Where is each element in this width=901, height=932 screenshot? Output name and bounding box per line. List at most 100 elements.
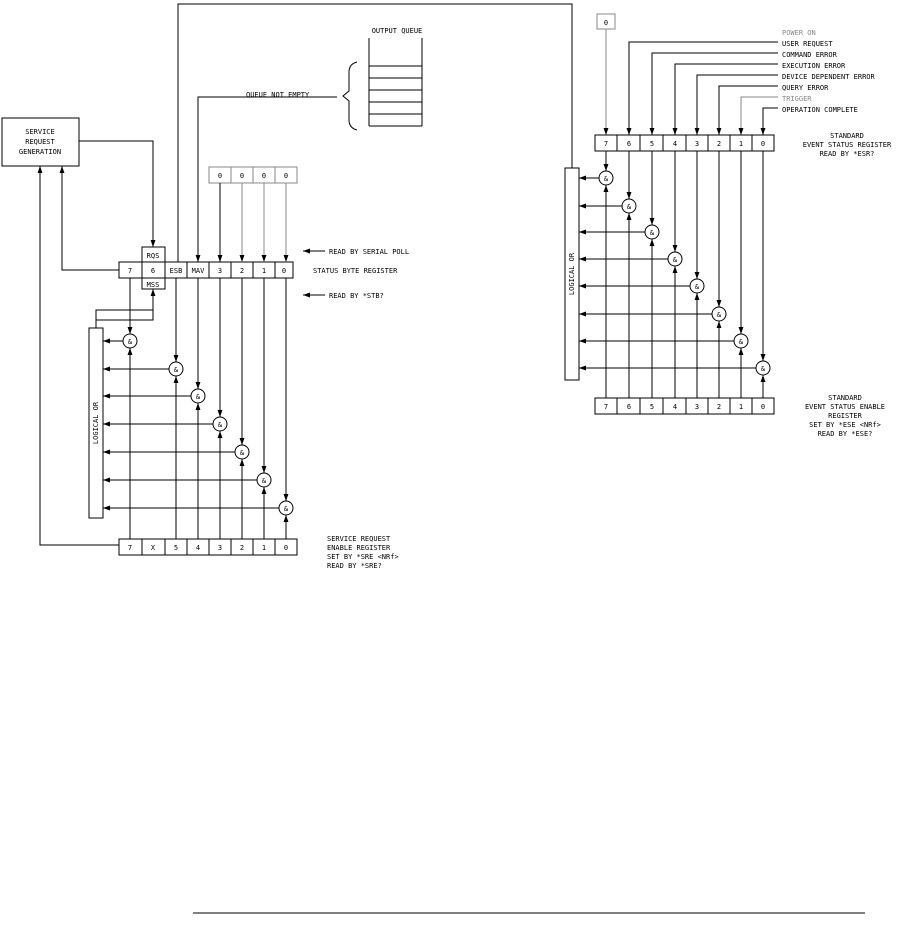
ese-label-5: READ BY *ESE? [818, 430, 873, 438]
left-and-7: & [128, 338, 133, 346]
sre-bit-5: 5 [174, 544, 178, 552]
read-serial-poll-label: READ BY SERIAL POLL [329, 248, 409, 256]
left-and-4: & [196, 393, 201, 401]
queue-brace [342, 61, 358, 131]
fixed-zero-1: 0 [262, 172, 266, 180]
esr-bit-7: 7 [604, 140, 608, 148]
sre-label-3: SET BY *SRE <NRf> [327, 553, 399, 561]
stb-bit-2: 2 [240, 267, 244, 275]
left-and-1: & [262, 477, 267, 485]
stb-bit-3: 3 [218, 267, 222, 275]
sre-label-2: ENABLE REGISTER [327, 544, 391, 552]
ese-label-4: SET BY *ESE <NRf> [809, 421, 881, 429]
rqs-label: RQS [147, 252, 160, 260]
srg-line-3: GENERATION [19, 148, 61, 156]
mss-label: MSS [147, 281, 160, 289]
fixed-zero-3: 0 [218, 172, 222, 180]
fixed-zero-2: 0 [240, 172, 244, 180]
event-query-error: QUERY ERROR [782, 84, 829, 92]
right-and-5: & [650, 229, 655, 237]
ese-label-1: STANDARD [828, 394, 862, 402]
left-and-5: & [174, 366, 179, 374]
ese-bit-6: 6 [627, 403, 631, 411]
stb-bit-mav: MAV [192, 267, 205, 275]
left-logical-or: LOGICAL OR [88, 327, 104, 519]
srg-line-1: SERVICE [25, 128, 55, 136]
right-and-6: & [627, 203, 632, 211]
right-and-4: & [673, 256, 678, 264]
event-command-error: COMMAND ERROR [782, 51, 838, 59]
esr-bit-5: 5 [650, 140, 654, 148]
esr-bit-4: 4 [673, 140, 677, 148]
sre-bit-1: 1 [262, 544, 266, 552]
left-and-0: & [284, 505, 289, 513]
event-user-request: USER REQUEST [782, 40, 833, 48]
sre-label-4: READ BY *SRE? [327, 562, 382, 570]
sre-bit-0: 0 [284, 544, 288, 552]
sre-label-1: SERVICE REQUEST [327, 535, 391, 543]
left-and-gates: & & & & & & & [95, 278, 294, 539]
event-operation-complete: OPERATION COMPLETE [782, 106, 858, 114]
service-request-generation-block: SERVICE REQUEST GENERATION [1, 117, 80, 167]
right-and-3: & [695, 283, 700, 291]
left-and-3: & [218, 421, 223, 429]
standard-event-status-enable-register: 7 6 5 4 3 2 1 0 STANDARD EVENT STATUS EN… [594, 394, 885, 438]
right-logical-or-label: LOGICAL OR [568, 252, 576, 295]
sre-bit-4: 4 [196, 544, 200, 552]
queue-not-empty-label: QUEUE NOT EMPTY [246, 91, 310, 99]
stb-fixed-zero-bits: 0 0 0 0 [208, 166, 298, 262]
output-queue-block: OUTPUT QUEUE QUEUE NOT EMPTY [246, 27, 423, 131]
sre-bit-2: 2 [240, 544, 244, 552]
ese-bit-2: 2 [717, 403, 721, 411]
ese-bit-5: 5 [650, 403, 654, 411]
right-and-2: & [717, 311, 722, 319]
event-execution-error: EXECUTION ERROR [782, 62, 846, 70]
output-queue-title: OUTPUT QUEUE [372, 27, 423, 35]
esr-bit-1: 1 [739, 140, 743, 148]
bit6-label: 6 [151, 267, 155, 275]
event-device-dependent-error: DEVICE DEPENDENT ERROR [782, 73, 876, 81]
sre-bit-7: 7 [128, 544, 132, 552]
standard-event-status-register: 7 6 5 4 3 2 1 0 STANDARD EVENT STATUS RE… [594, 132, 892, 158]
srg-line-2: REQUEST [25, 138, 55, 146]
esr-bit-2: 2 [717, 140, 721, 148]
esr-bit-3: 3 [695, 140, 699, 148]
esr-bit-6: 6 [627, 140, 631, 148]
stb-bit-0: 0 [282, 267, 286, 275]
left-logical-or-label: LOGICAL OR [92, 401, 100, 444]
stb-label: STATUS BYTE REGISTER [313, 267, 398, 275]
left-and-2: & [240, 449, 245, 457]
right-and-gates: & & & & & & & & [579, 151, 771, 398]
right-and-1: & [739, 338, 744, 346]
ese-bit-4: 4 [673, 403, 677, 411]
esr-fixed-bit: 0 [596, 13, 616, 135]
esr-label-2: EVENT STATUS REGISTER [803, 141, 892, 149]
status-byte-inputs [59, 3, 573, 328]
read-stb-label: READ BY *STB? [329, 292, 384, 300]
stb-bit-1: 1 [262, 267, 266, 275]
esr-fixed-zero: 0 [604, 19, 608, 27]
esr-event-labels: POWER ON USER REQUEST COMMAND ERROR EXEC… [626, 29, 876, 135]
service-request-enable-register: 7 X 5 4 3 2 1 0 SERVICE REQUEST ENABLE R… [37, 166, 399, 570]
esr-label-1: STANDARD [830, 132, 864, 140]
ese-label-3: REGISTER [828, 412, 863, 420]
esr-label-3: READ BY *ESR? [820, 150, 875, 158]
sre-bit-x: X [151, 544, 156, 552]
right-and-7: & [604, 175, 609, 183]
event-power-on: POWER ON [782, 29, 816, 37]
ese-label-2: EVENT STATUS ENABLE [805, 403, 885, 411]
right-and-0: & [761, 365, 766, 373]
ese-bit-0: 0 [761, 403, 765, 411]
event-trigger: TRIGGER [782, 95, 812, 103]
right-logical-or: LOGICAL OR [564, 167, 580, 381]
fixed-zero-0: 0 [284, 172, 288, 180]
stb-bit-7: 7 [128, 267, 132, 275]
ese-bit-3: 3 [695, 403, 699, 411]
esr-bit-0: 0 [761, 140, 765, 148]
sre-bit-3: 3 [218, 544, 222, 552]
status-byte-register: RQS 6 MSS 7 ESB MAV 3 2 1 0 STATUS BYTE … [118, 246, 409, 300]
ese-bit-1: 1 [739, 403, 743, 411]
ese-bit-7: 7 [604, 403, 608, 411]
stb-bit-esb: ESB [170, 267, 183, 275]
